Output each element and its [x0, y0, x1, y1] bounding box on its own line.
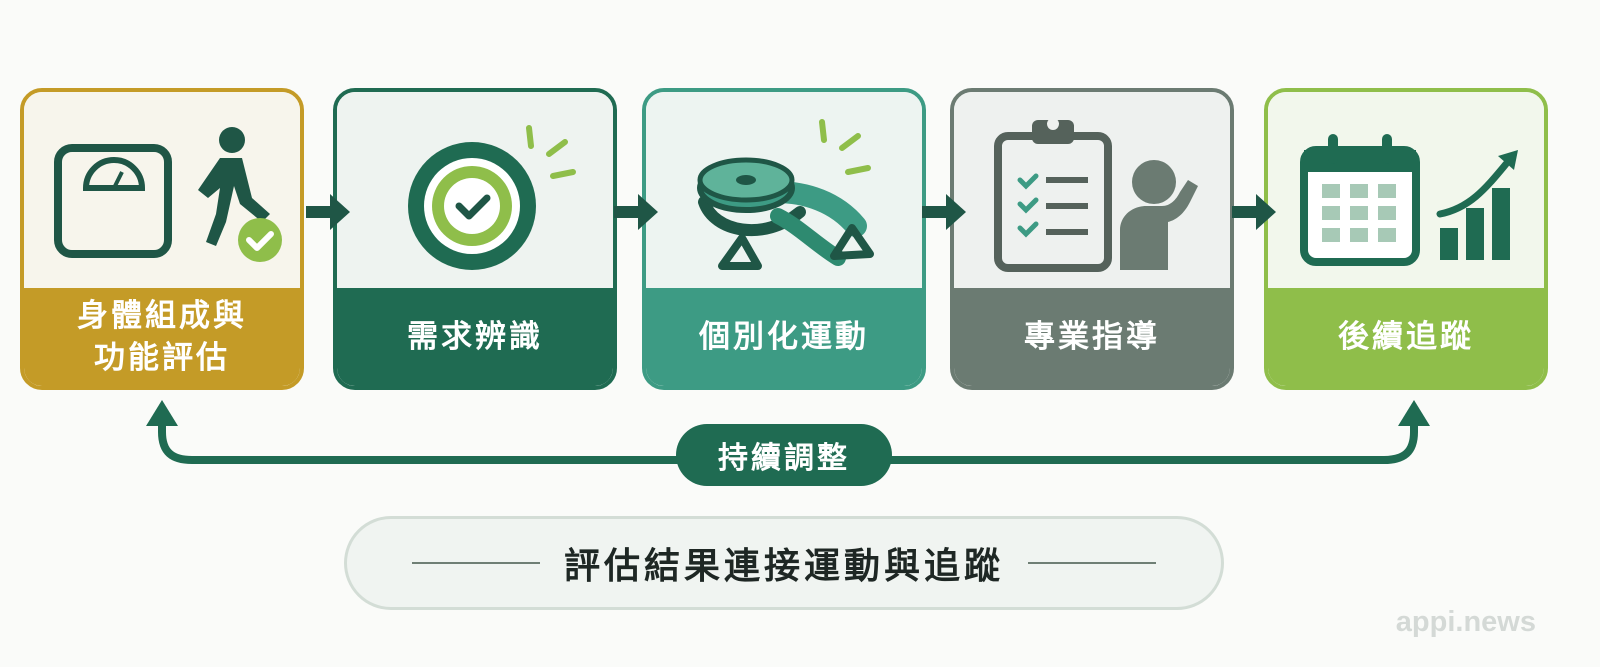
- watermark: appi.news: [1395, 606, 1536, 638]
- growth-chart-icon: [1436, 150, 1518, 260]
- step-label: 個別化運動: [699, 319, 869, 355]
- arrow-right-icon: [1232, 194, 1276, 230]
- arrow-right-icon: [614, 194, 658, 230]
- check-badge-icon: [238, 218, 282, 262]
- clipboard-checklist-icon: [994, 118, 1112, 272]
- step-card-guidance: 專業指導: [950, 88, 1234, 390]
- step-card-needs: 需求辨識: [333, 88, 617, 390]
- step-label: 需求辨識: [407, 319, 543, 355]
- coach-person-icon: [1120, 160, 1198, 270]
- step-label: 專業指導: [1024, 319, 1160, 355]
- step-label: 身體組成與: [77, 298, 247, 334]
- summary-text: 評估結果連接運動與追蹤: [563, 546, 1004, 587]
- resistance-band-icon: [697, 119, 874, 270]
- step-card-exercise: 個別化運動: [642, 88, 926, 390]
- step-label: 後續追蹤: [1338, 319, 1474, 355]
- arrow-up-icon: [1398, 400, 1430, 426]
- arrow-up-icon: [146, 400, 178, 426]
- step-card-follow-up: 後續追蹤: [1264, 88, 1548, 390]
- arrow-right-icon: [922, 194, 966, 230]
- step-card-assessment: 身體組成與 功能評估: [20, 88, 304, 390]
- loop-label: 持續調整: [718, 441, 850, 476]
- summary-banner: 評估結果連接運動與追蹤: [344, 516, 1224, 610]
- divider: [1028, 562, 1156, 564]
- target-check-icon: [408, 125, 576, 270]
- arrow-right-icon: [306, 194, 350, 230]
- divider: [411, 562, 540, 564]
- step-label: 功能評估: [94, 340, 230, 376]
- loop-label-badge: 持續調整: [676, 424, 892, 486]
- scale-icon: [54, 144, 172, 258]
- calendar-icon: [1300, 134, 1420, 266]
- walking-person-icon: [198, 127, 270, 246]
